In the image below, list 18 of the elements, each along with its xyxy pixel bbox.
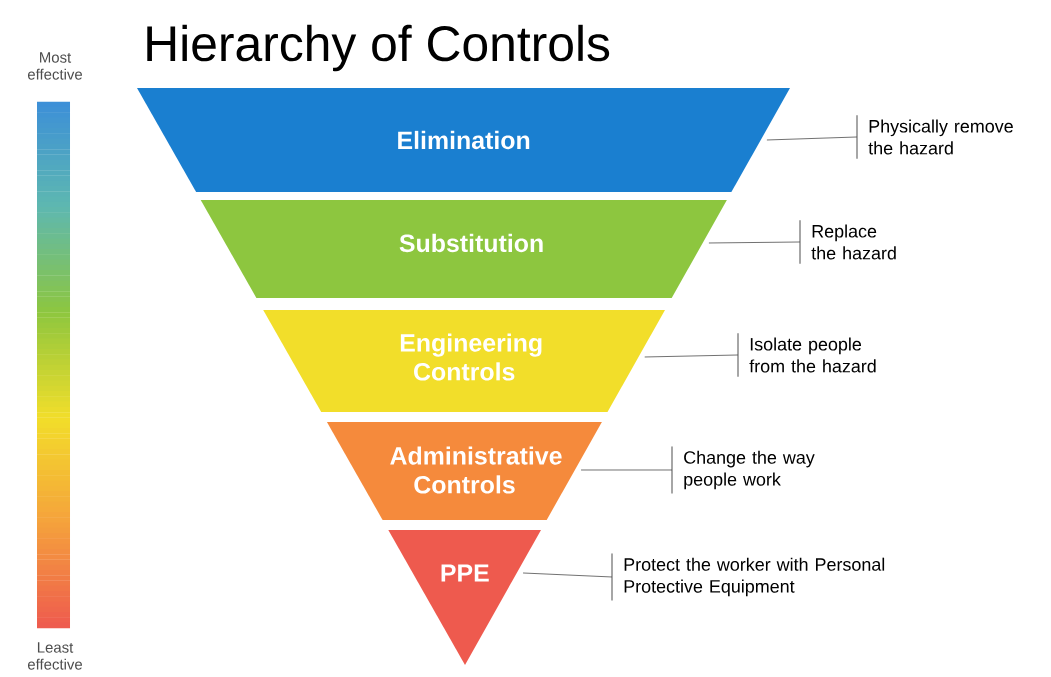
- control-band: Administrative Controls: [326, 422, 602, 520]
- control-band: Elimination: [137, 88, 790, 192]
- leader-line: [644, 354, 739, 358]
- description-text: Isolate people from the hazard: [737, 332, 876, 378]
- control-band: PPE: [388, 530, 541, 665]
- leader-line: [708, 241, 801, 244]
- description-text: Change the way people work: [671, 446, 815, 494]
- leader-line: [766, 136, 858, 141]
- control-band: Engineering Controls: [263, 310, 665, 412]
- leader-line: [580, 469, 673, 471]
- title: Hierarchy of Controls: [147, 24, 610, 72]
- description-text: Physically remove the hazard: [856, 114, 1013, 160]
- scale-label: Least effective: [27, 642, 83, 670]
- description-text: Replace the hazard: [799, 219, 896, 265]
- control-band: Substitution: [200, 200, 727, 298]
- leader-line: [522, 572, 613, 578]
- description-text: Protect the worker with Personal Protective Equipment: [611, 553, 885, 601]
- scale-label: Most effective: [27, 52, 83, 80]
